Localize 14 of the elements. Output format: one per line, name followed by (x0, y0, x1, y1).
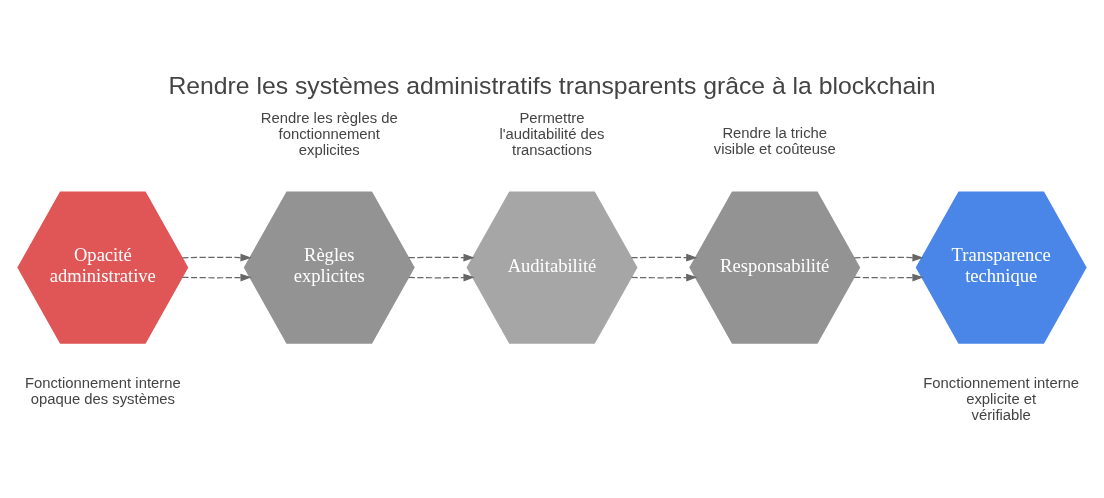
node-label: Rendre la triche visible et coûteuse (713, 125, 836, 158)
arrow (408, 253, 475, 262)
node-label: Permettre l'auditabilité des transactions (499, 109, 605, 159)
node-label: Fonctionnement interne opaque des systèmes (24, 375, 181, 408)
arrow (630, 253, 698, 262)
arrow (408, 273, 475, 282)
node-label: Fonctionnement interne explicite et vérifiable (923, 374, 1080, 423)
diagram-title: Rendre les systèmes administratifs transparents grâce à la blockchain (168, 71, 936, 99)
arrow (181, 273, 252, 282)
arrow (853, 253, 924, 262)
arrow (630, 273, 698, 282)
arrow (181, 253, 252, 262)
node-label: Rendre les règles de fonctionnement explicites (260, 109, 398, 159)
arrow (853, 273, 924, 282)
